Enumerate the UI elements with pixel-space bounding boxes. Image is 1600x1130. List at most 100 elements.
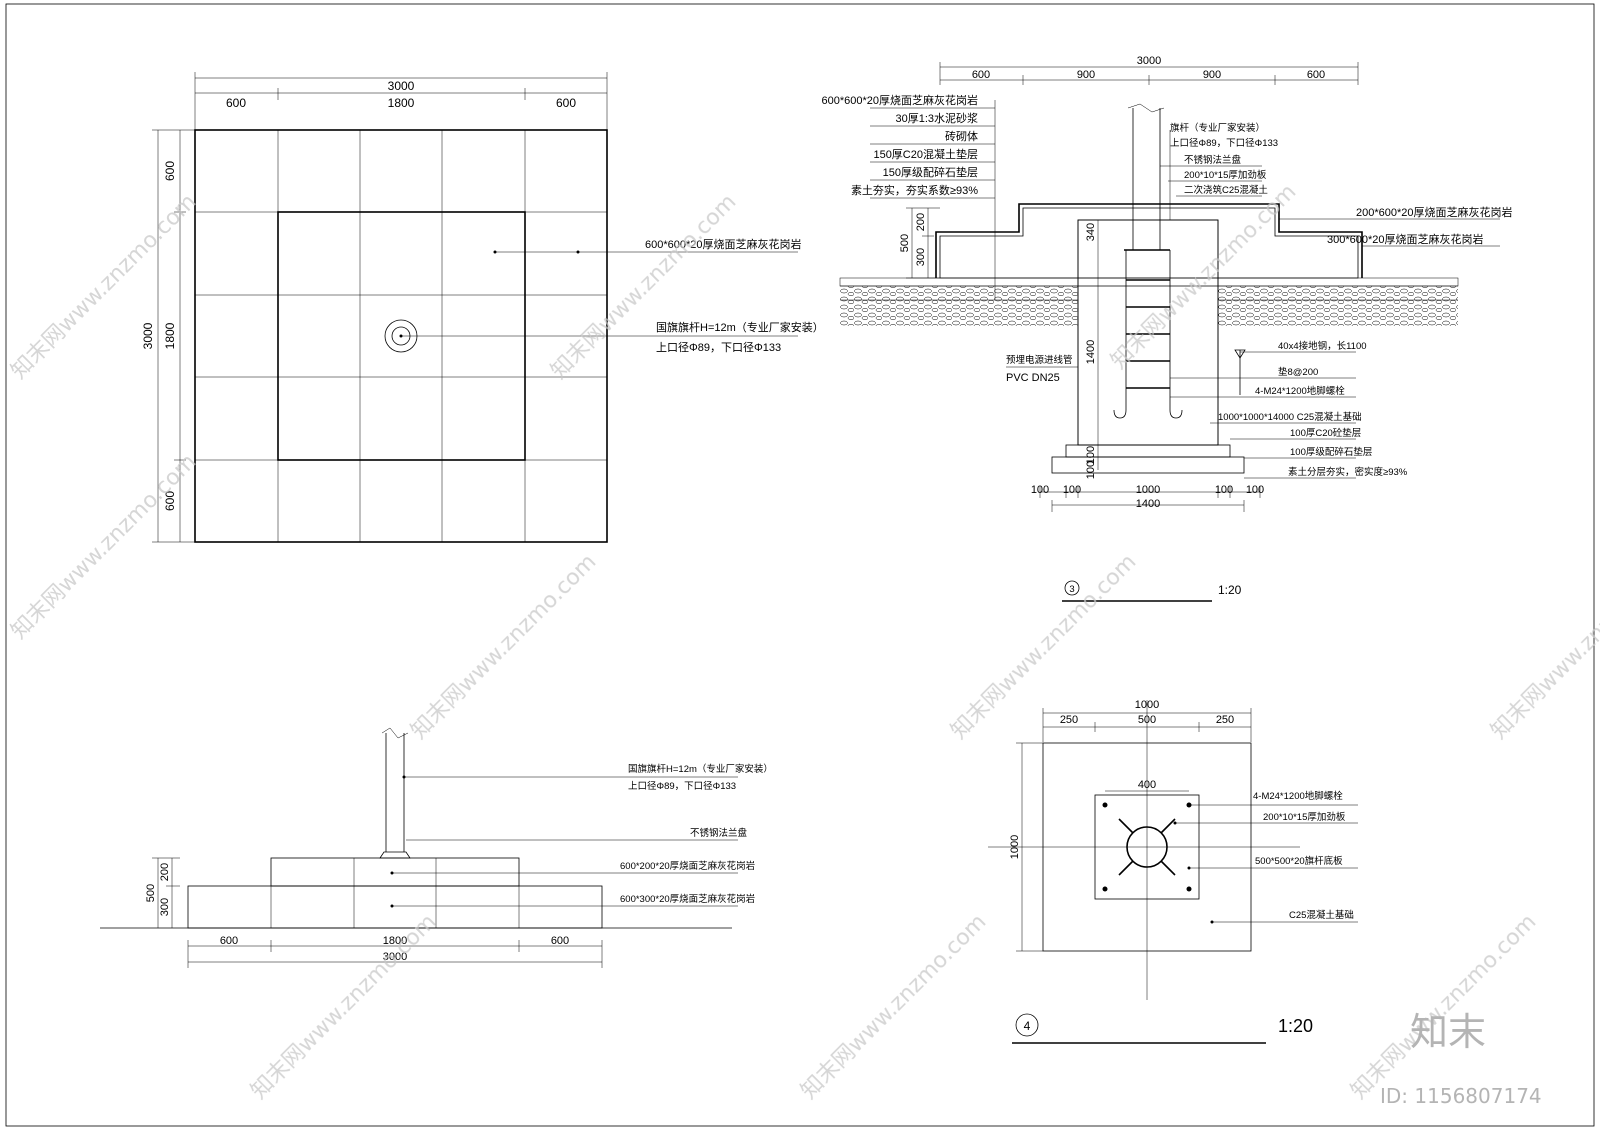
s3-right-top-1: 上口径Φ89，下口径Φ133	[1170, 137, 1278, 149]
s3-left-label-1: 30厚1:3水泥砂浆	[895, 111, 978, 125]
s3-right-top-0: 旗杆（专业厂家安装）	[1170, 122, 1265, 134]
section-3: 3000 600 900 900 600 600*600*20厚烧面芝麻灰花岗岩…	[821, 55, 1513, 602]
detail-4: 1000 250 500 250 1000 400 4-M24*1200地脚螺栓	[988, 699, 1358, 1044]
s3-left-dim-upper: 200	[915, 213, 927, 231]
plan-dim-c: 600	[556, 96, 576, 110]
elev-flange	[379, 851, 411, 859]
elev-label-2: 不锈钢法兰盘	[690, 827, 748, 839]
d4-dim-inner: 400	[1138, 779, 1156, 791]
s3-mid-dim-a: 340	[1085, 223, 1097, 241]
elev-upper-tier	[270, 857, 520, 887]
s3-right-lower-6: 素土分层夯实，密实度≥93%	[1288, 466, 1408, 478]
watermark-text: 知末网www.znzmo.com	[947, 549, 1142, 744]
watermark-text: 知末网www.znzmo.com	[547, 189, 742, 384]
d4-dim-c: 250	[1216, 714, 1234, 726]
watermark-text: 知末网www.znzmo.com	[407, 549, 602, 744]
watermark-id: ID: 1156807174	[1380, 1084, 1542, 1108]
watermark-text: 知末网www.znzmo.com	[1487, 549, 1600, 744]
s3-right-lower-1: 垫8@200	[1278, 366, 1318, 378]
s3-pole	[1132, 108, 1161, 250]
s3-bottom-dim-c: 1000	[1136, 484, 1160, 496]
s3-left-label-3: 150厚C20混凝土垫层	[873, 147, 978, 161]
s3-left-label-2: 砖砌体	[945, 129, 978, 143]
s3-right-lower-3: 1000*1000*14000 C25混凝土基础	[1218, 411, 1362, 423]
s3-granite-cap	[935, 203, 1363, 278]
s3-left-label-5: 素土夯实，夯实系数≥93%	[851, 183, 978, 197]
watermark-text: 知末网www.znzmo.com	[247, 909, 442, 1104]
s3-number-circle	[1064, 580, 1080, 596]
elev-left-dim-upper: 200	[159, 863, 171, 881]
d4-label-3: C25混凝土基础	[1289, 909, 1354, 921]
elev-left-dim-total: 500	[145, 884, 157, 902]
s3-bottom-dim-b: 100	[1063, 484, 1081, 496]
d4-bolt	[1186, 886, 1192, 892]
d4-scale: 1:20	[1278, 1016, 1313, 1036]
s3-gravel-pad	[1051, 456, 1245, 474]
plan-dim-left-a: 600	[163, 161, 177, 181]
s3-dim-b: 900	[1077, 69, 1095, 81]
watermark-text: 知末网www.znzmo.com	[7, 189, 202, 384]
d4-bolt	[1102, 802, 1108, 808]
elev-bottom-dim-b: 1800	[383, 935, 407, 947]
d4-pole-circle	[1126, 826, 1168, 868]
watermark-text: 知末网www.znzmo.com	[1347, 909, 1542, 1104]
s3-left-label-4: 150厚级配碎石垫层	[883, 165, 978, 179]
s3-right-lower-5: 100厚级配碎石垫层	[1290, 446, 1372, 458]
elev-left-dim-lower: 300	[159, 898, 171, 916]
plan-dim-left-total: 3000	[141, 322, 155, 349]
s3-anchor-bolt-left	[1113, 250, 1127, 419]
d4-number-circle	[1015, 1013, 1039, 1037]
elev-lower-tier	[187, 885, 603, 929]
plan-view: 3000 600 1800 600 3000 1800 600 600 600	[141, 72, 824, 543]
s3-right-top-3: 200*10*15厚加劲板	[1184, 169, 1267, 181]
plan-dim-left-mid: 1800	[163, 322, 177, 349]
watermark-brand: 知末	[1410, 1010, 1486, 1054]
s3-bottom-dim-e: 100	[1246, 484, 1264, 496]
s3-number: 3	[1069, 584, 1074, 595]
s3-brick-pedestal	[939, 207, 1359, 279]
s3-right-lower-4: 100厚C20砼垫层	[1290, 427, 1361, 439]
s3-left-label-0: 600*600*20厚烧面芝麻灰花岗岩	[821, 93, 978, 107]
elevation-view: 国旗旗杆H=12m（专业厂家安装） 上口径Φ89，下口径Φ133 不锈钢法兰盘 …	[100, 727, 773, 968]
s3-bottom-dim-d: 100	[1215, 484, 1233, 496]
s3-right-lower-0: 40x4接地钢，长1100	[1278, 340, 1367, 352]
plan-label-pole-2: 上口径Φ89，下口径Φ133	[656, 341, 781, 354]
s3-right-side-1: 300*600*20厚烧面芝麻灰花岗岩	[1327, 232, 1484, 246]
s3-mid-dim-b: 1400	[1085, 340, 1097, 364]
plan-dim-b: 1800	[388, 96, 415, 110]
s3-right-side-0: 200*600*20厚烧面芝麻灰花岗岩	[1356, 205, 1513, 219]
s3-mid-dim-c: 100	[1085, 446, 1097, 464]
watermark-text: 知末网www.znzmo.com	[7, 449, 202, 644]
plan-dim-a: 600	[226, 96, 246, 110]
watermark-text: 知末网www.znzmo.com	[797, 909, 992, 1104]
s3-right-top-4: 二次浇筑C25混凝土	[1184, 184, 1268, 196]
d4-dim-a: 250	[1060, 714, 1078, 726]
s3-left-dim-lower: 300	[915, 248, 927, 266]
s3-conduit-1: PVC DN25	[1006, 372, 1060, 384]
d4-base-plate	[1094, 794, 1200, 900]
s3-dim-total: 3000	[1137, 55, 1161, 67]
s3-dim-d: 600	[1307, 69, 1325, 81]
elev-label-1: 上口径Φ89，下口径Φ133	[628, 780, 736, 792]
s3-conduit-0: 预埋电源进线管	[1006, 354, 1073, 366]
elev-label-3: 600*200*20厚烧面芝麻灰花岗岩	[620, 860, 755, 872]
s3-gravel-right	[1218, 286, 1458, 326]
s3-bottom-dim-a: 100	[1031, 484, 1049, 496]
s3-right-top-2: 不锈钢法兰盘	[1184, 154, 1242, 166]
s3-left-dim-total: 500	[899, 234, 911, 252]
d4-label-1: 200*10*15厚加劲板	[1263, 811, 1346, 823]
s3-right-lower-2: 4-M24*1200地脚螺栓	[1255, 385, 1345, 397]
s3-mid-dim-d: 100	[1085, 461, 1097, 479]
d4-number: 4	[1024, 1019, 1031, 1033]
elev-label-4: 600*300*20厚烧面芝麻灰花岗岩	[620, 893, 755, 905]
watermark-text: 知末网www.znzmo.com	[1107, 179, 1302, 374]
elev-bottom-dim-a: 600	[220, 935, 238, 947]
s3-anchor-bolt-right	[1169, 250, 1183, 419]
d4-bolt	[1102, 886, 1108, 892]
d4-label-2: 500*500*20旗杆底板	[1255, 855, 1343, 867]
s3-bottom-dim-total: 1400	[1136, 498, 1160, 510]
d4-label-0: 4-M24*1200地脚螺栓	[1253, 790, 1343, 802]
elev-bottom-dim-c: 600	[551, 935, 569, 947]
plan-label-pole-1: 国旗旗杆H=12m（专业厂家安装）	[656, 320, 824, 334]
